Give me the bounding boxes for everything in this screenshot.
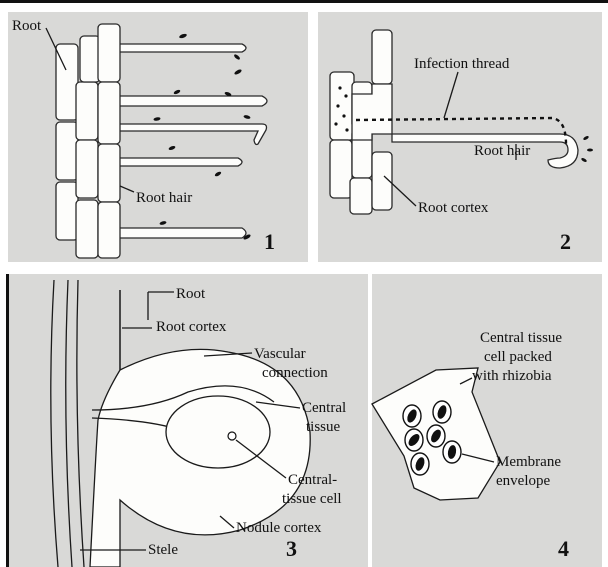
panel-4: Central tissue cell packed with rhizobia… — [372, 274, 602, 567]
panel-1-root-label: Root — [12, 18, 42, 34]
panel-2-number: 2 — [560, 229, 571, 254]
panel-1-root-hair-label: Root hair — [136, 190, 192, 206]
svg-text:tissue cell: tissue cell — [282, 491, 342, 507]
panel-3-central-tissue-cell — [228, 432, 236, 440]
panel-3: Root Root cortex Vascular connection Cen… — [6, 274, 368, 567]
panel-2-infection-thread-label: Infection thread — [414, 56, 510, 72]
panel-3-central-tissue-cell-label: Central- — [288, 472, 337, 488]
panel-4-membrane-envelope-label: Membrane — [496, 454, 561, 470]
panel-1-root-cells — [56, 24, 120, 258]
panel-4-packed-cell-label: Central tissue — [480, 330, 562, 346]
panel-4-number: 4 — [558, 536, 569, 561]
svg-text:cell packed: cell packed — [484, 349, 552, 365]
panel-2: Infection thread Root hair Root cortex 2 — [318, 12, 602, 262]
panel-2-root-hair-label: Root hair — [474, 143, 530, 159]
panel-3-vascular-connection-label: Vascular — [254, 346, 306, 362]
svg-text:tissue: tissue — [306, 419, 341, 435]
panel-3-number: 3 — [286, 536, 297, 561]
panel-1: Root Root hair 1 — [8, 12, 308, 262]
panel-3-central-tissue — [166, 396, 270, 468]
panel-1-number: 1 — [264, 229, 275, 254]
svg-text:connection: connection — [262, 365, 328, 381]
panel-2-root-cortex-label: Root cortex — [418, 200, 489, 216]
panel-3-root-cortex-label: Root cortex — [156, 319, 227, 335]
panel-3-central-tissue-label: Central — [302, 400, 346, 416]
panel-3-root-label: Root — [176, 286, 206, 302]
svg-text:with rhizobia: with rhizobia — [472, 368, 552, 384]
svg-text:envelope: envelope — [496, 473, 550, 489]
panel-3-nodule-cortex-label: Nodule cortex — [236, 520, 322, 536]
panel-3-stele-label: Stele — [148, 542, 178, 558]
